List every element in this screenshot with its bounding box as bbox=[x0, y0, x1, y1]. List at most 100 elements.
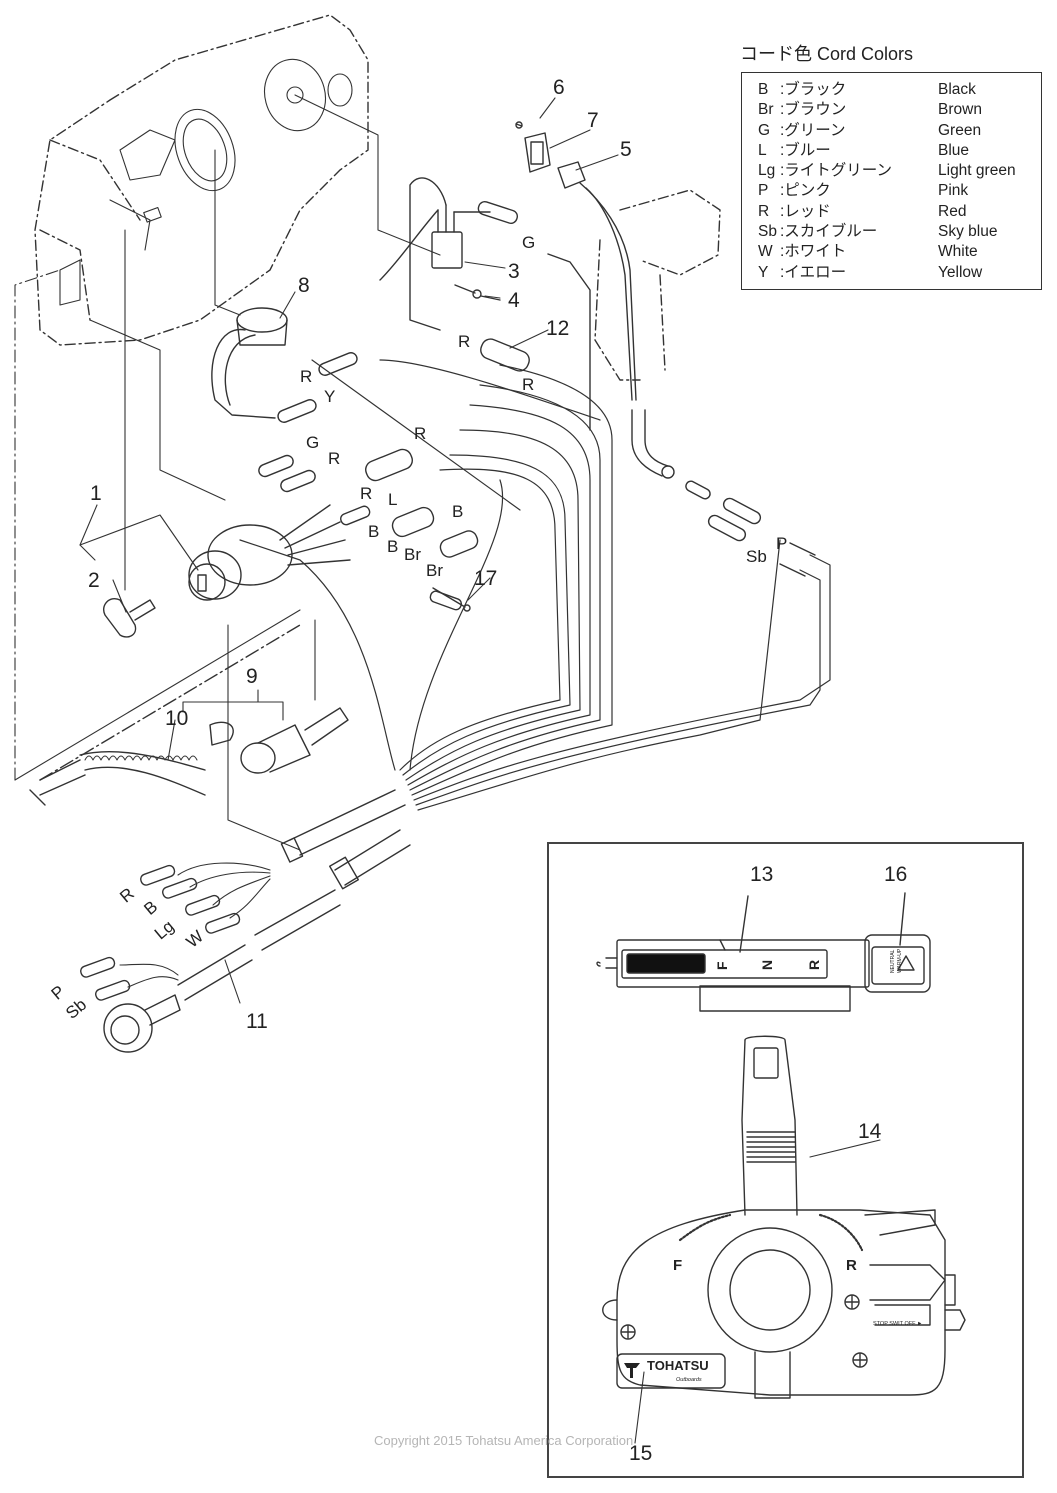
part-15-housing bbox=[602, 1209, 966, 1444]
wire-label: P bbox=[776, 534, 787, 553]
wire-label: R bbox=[116, 884, 138, 906]
warmup-label: WARM-UP bbox=[897, 948, 903, 973]
callout-7: 7 bbox=[587, 109, 599, 132]
legend-en: Yellow bbox=[938, 263, 983, 281]
wire-label: R bbox=[328, 449, 340, 468]
part-10-lanyard bbox=[29, 721, 234, 806]
dash-dot-leader bbox=[39, 624, 301, 781]
legend-code: Y bbox=[758, 263, 769, 281]
part-3-switch bbox=[379, 177, 491, 331]
callout-15: 15 bbox=[629, 1442, 652, 1465]
callout-4: 4 bbox=[508, 289, 520, 312]
connector-g-male bbox=[547, 253, 591, 431]
connector-g-female bbox=[477, 200, 519, 224]
part-8-buzzer bbox=[211, 307, 288, 419]
wire-bundle bbox=[239, 359, 831, 811]
legend-code: P bbox=[758, 182, 769, 200]
callout-leaders bbox=[224, 97, 619, 1004]
wire-label: R bbox=[414, 424, 426, 443]
wire-label: B bbox=[140, 897, 161, 919]
tohatsu-sub: Outboards bbox=[676, 1377, 702, 1383]
wire-label: B bbox=[368, 522, 379, 541]
wire-label: L bbox=[388, 490, 397, 509]
legend-title: コード色 Cord Colors bbox=[740, 44, 914, 64]
legend-code: G bbox=[758, 121, 771, 139]
callout-11: 11 bbox=[246, 1010, 268, 1033]
legend-en: Pink bbox=[938, 182, 969, 200]
legend-jp: :レッド bbox=[780, 202, 831, 220]
legend-code: W bbox=[758, 243, 773, 261]
legend-jp: :グリーン bbox=[780, 121, 846, 139]
lever-mark-reverse: R bbox=[846, 1257, 857, 1274]
callout-bracket-1 bbox=[79, 504, 199, 613]
legend-code: Sb bbox=[758, 223, 777, 241]
leader-line bbox=[227, 624, 301, 851]
lanyard-coil bbox=[84, 755, 198, 761]
wire-sleeves bbox=[365, 448, 479, 558]
elbow-connector bbox=[631, 409, 675, 479]
part-13-shift-indicator bbox=[596, 895, 870, 1012]
callout-12: 12 bbox=[546, 317, 569, 340]
control-box-inner-detail bbox=[59, 58, 353, 306]
wire-label: Y bbox=[324, 387, 335, 406]
callout-13: 13 bbox=[750, 863, 773, 886]
callout-14: 14 bbox=[858, 1120, 882, 1143]
lever-mark-forward: F bbox=[673, 1257, 682, 1274]
part-9-stop-switch bbox=[240, 707, 349, 774]
part-2-key bbox=[103, 598, 156, 638]
part-5-switch-connector bbox=[557, 161, 637, 401]
callout-16: 16 bbox=[884, 863, 907, 886]
legend-jp: :スカイブルー bbox=[780, 223, 878, 241]
legend-jp: :ブラウン bbox=[780, 101, 847, 119]
control-box-housing bbox=[34, 14, 369, 346]
wire-label: B bbox=[387, 537, 398, 556]
copyright-notice: Copyright 2015 Tohatsu America Corporati… bbox=[374, 1433, 634, 1448]
callout-2: 2 bbox=[88, 569, 100, 592]
wire-label: Br bbox=[426, 561, 443, 580]
callout-9: 9 bbox=[246, 665, 258, 688]
tohatsu-logo: TOHATSU bbox=[647, 1358, 709, 1373]
legend-en: Sky blue bbox=[938, 223, 998, 241]
wire-label: Br bbox=[404, 545, 421, 564]
wire-label: G bbox=[306, 433, 319, 452]
callout-17: 17 bbox=[474, 567, 497, 590]
callout-bracket-9-10 bbox=[167, 689, 284, 761]
legend-en: Brown bbox=[938, 101, 982, 119]
legend-code: B bbox=[758, 81, 769, 98]
harness-branch-wires bbox=[119, 862, 271, 988]
inset-frame bbox=[547, 842, 1024, 1478]
inset-remote-control bbox=[596, 892, 966, 1444]
part-11-harness-plug bbox=[103, 994, 181, 1053]
harness-end-connectors bbox=[80, 864, 241, 1001]
main-cable bbox=[177, 789, 411, 1001]
tohatsu-logo-icon bbox=[624, 1363, 640, 1378]
callout-8: 8 bbox=[298, 274, 310, 297]
callout-1: 1 bbox=[90, 482, 102, 505]
wire-label: R bbox=[300, 367, 312, 386]
legend-code: Br bbox=[758, 101, 774, 119]
callout-5: 5 bbox=[620, 138, 632, 161]
stop-switch-label: STOP SWIT OFF ► bbox=[873, 1321, 922, 1327]
part-4-screw bbox=[454, 284, 501, 301]
wire-label: Sb bbox=[62, 995, 90, 1023]
legend-code: Lg bbox=[758, 162, 776, 180]
part-16-neutral-warmup-button bbox=[864, 892, 931, 993]
wire-label: R bbox=[522, 375, 534, 394]
legend-code: L bbox=[758, 141, 767, 159]
legend-jp: :ホワイト bbox=[780, 243, 847, 261]
legend-en: Light green bbox=[938, 162, 1016, 180]
legend-row: Br :ブラウン Brown bbox=[758, 100, 1041, 120]
legend-jp: :ライトグリーン bbox=[780, 162, 893, 180]
neutral-label: NEUTRAL bbox=[890, 949, 896, 973]
wire-label: R bbox=[360, 484, 372, 503]
housing-leader-lines bbox=[14, 94, 441, 781]
part-7-plate bbox=[524, 132, 551, 173]
wire-label: B bbox=[452, 502, 463, 521]
callout-numbers: 1 2 3 4 5 6 7 8 9 10 11 12 13 14 15 16 1… bbox=[88, 76, 907, 1465]
